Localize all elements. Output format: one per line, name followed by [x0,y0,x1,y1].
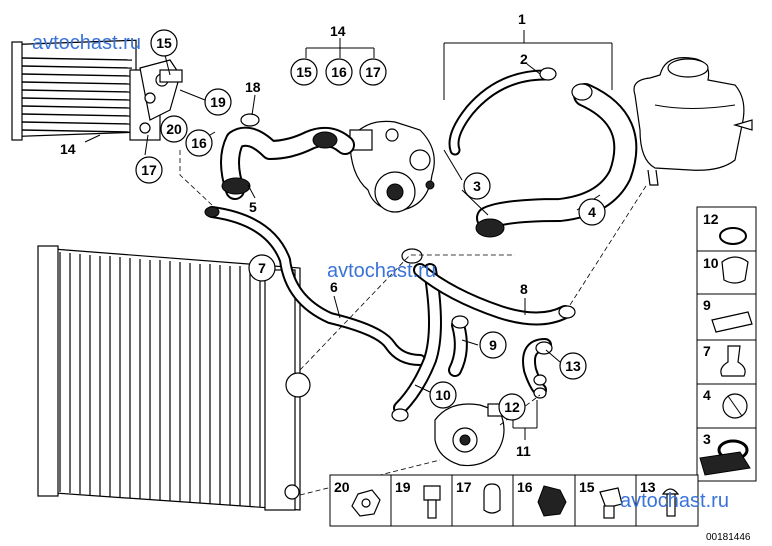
callout-7: 7 [248,254,276,282]
legend-right-12: 12 [703,211,719,227]
svg-text:20: 20 [166,121,182,137]
legend-right-3: 3 [703,431,711,447]
callout-17-group: 17 [359,58,387,86]
expansion-tank [633,57,753,186]
callout-9: 9 [479,331,507,359]
svg-text:17: 17 [141,162,157,178]
thermostat-housing [349,120,435,213]
svg-text:13: 13 [565,358,581,374]
callouts: 15 15 16 17 19 20 16 17 3 4 7 9 10 12 13 [135,29,606,421]
watermark-top-left: avtochast.ru [32,32,141,54]
callout-15-group: 15 [290,58,318,86]
auxiliary-water-pump [434,403,507,467]
callout-3: 3 [463,172,491,200]
label-14-oil-cooler: 14 [60,141,76,157]
svg-text:15: 15 [156,35,172,51]
svg-text:16: 16 [331,64,347,80]
callout-16: 16 [185,129,213,157]
svg-text:4: 4 [588,204,596,220]
svg-text:3: 3 [473,178,481,194]
watermark-center: avtochast.ru [327,260,436,282]
label-8: 8 [520,281,528,297]
legend-bottom-16: 16 [517,479,533,495]
watermark-bottom-right: avtochast.ru [620,490,729,512]
legend-bottom-19: 19 [395,479,411,495]
callout-20: 20 [160,115,188,143]
legend-bottom-17: 17 [456,479,472,495]
legend-right: 12 10 9 7 4 3 [696,206,757,482]
callout-12: 12 [498,393,526,421]
svg-text:15: 15 [296,64,312,80]
callout-10: 10 [429,381,457,409]
svg-text:7: 7 [258,260,266,276]
svg-text:16: 16 [191,135,207,151]
svg-text:10: 10 [435,387,451,403]
legend-right-4: 4 [703,387,711,403]
callout-4: 4 [578,198,606,226]
svg-text:9: 9 [489,337,497,353]
svg-text:12: 12 [504,399,520,415]
label-11: 11 [516,443,531,459]
callout-13: 13 [559,352,587,380]
label-6: 6 [330,279,338,295]
label-5: 5 [249,199,257,215]
legend-bottom-20: 20 [334,479,350,495]
legend-right-10: 10 [703,255,719,271]
label-1: 1 [518,11,526,27]
callout-15-top: 15 [150,29,178,57]
legend-bottom-13: 13 [640,479,656,495]
hose-clamps [204,67,593,422]
label-2: 2 [520,51,528,67]
oil-cooler [11,39,183,141]
legend-right-9: 9 [703,297,711,313]
callout-17: 17 [135,156,163,184]
diagram-code: 00181446 [706,532,751,543]
svg-text:19: 19 [210,94,226,110]
part-labels: 1 2 14 14 18 5 6 8 11 [60,11,531,459]
label-18: 18 [245,79,261,95]
callout-19: 19 [204,88,232,116]
radiator [37,245,311,511]
legend-bottom: 20 19 17 16 15 13 [329,474,699,527]
leader-lines [84,30,613,440]
svg-text:17: 17 [365,64,381,80]
legend-bottom-15: 15 [579,479,595,495]
legend-right-7: 7 [703,343,711,359]
label-14-group: 14 [330,23,346,39]
callout-16-group: 16 [325,58,353,86]
